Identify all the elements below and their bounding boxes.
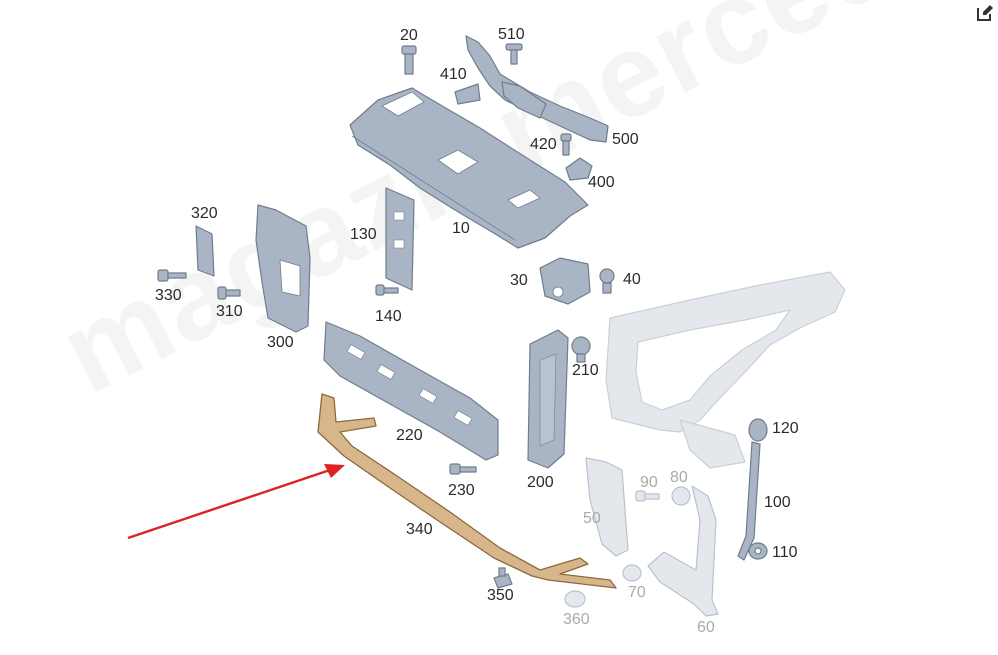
callout-400[interactable]: 400 xyxy=(588,174,615,191)
callout-200[interactable]: 200 xyxy=(527,474,554,491)
callout-320[interactable]: 320 xyxy=(191,205,218,222)
part-350-clip[interactable] xyxy=(493,567,513,589)
part-30-block[interactable] xyxy=(539,257,591,305)
part-20-bolt[interactable] xyxy=(401,45,417,75)
callout-330[interactable]: 330 xyxy=(155,287,182,304)
part-230-bolt[interactable] xyxy=(449,463,477,475)
callout-300[interactable]: 300 xyxy=(267,334,294,351)
part-50-plate-faded[interactable] xyxy=(585,457,629,557)
part-410-bracket[interactable] xyxy=(454,83,481,105)
callout-30[interactable]: 30 xyxy=(510,272,528,289)
part-220-lower-crossbar[interactable] xyxy=(323,321,499,461)
callout-510[interactable]: 510 xyxy=(498,26,525,43)
part-310-bolt[interactable] xyxy=(217,286,241,300)
callout-140[interactable]: 140 xyxy=(375,308,402,325)
callout-230[interactable]: 230 xyxy=(448,482,475,499)
callout-340[interactable]: 340 xyxy=(406,521,433,538)
part-510-bolt[interactable] xyxy=(505,43,523,65)
callout-60[interactable]: 60 xyxy=(697,619,715,636)
part-70-grommet-faded[interactable] xyxy=(622,564,642,582)
part-200-vertical-panel[interactable] xyxy=(527,329,569,469)
part-110-grommet[interactable] xyxy=(748,542,768,560)
part-210-clip[interactable] xyxy=(571,336,591,363)
callout-110[interactable]: 110 xyxy=(772,544,798,561)
callout-360[interactable]: 360 xyxy=(563,611,590,628)
callout-50[interactable]: 50 xyxy=(583,510,601,527)
callout-500[interactable]: 500 xyxy=(612,131,639,148)
part-420-bolt[interactable] xyxy=(560,133,572,156)
callout-350[interactable]: 350 xyxy=(487,587,514,604)
part-10-upper-crossmember[interactable] xyxy=(349,87,589,249)
part-500-upper-bar[interactable] xyxy=(465,35,609,143)
part-320-bracket[interactable] xyxy=(195,225,215,277)
part-300-side-bracket[interactable] xyxy=(255,204,311,333)
callout-40[interactable]: 40 xyxy=(623,271,641,288)
part-90-bolt-faded[interactable] xyxy=(635,490,660,502)
callout-410[interactable]: 410 xyxy=(440,66,467,83)
part-wheelhouse-panel-faded[interactable] xyxy=(605,271,846,469)
callout-310[interactable]: 310 xyxy=(216,303,243,320)
edit-icon[interactable] xyxy=(976,4,994,22)
callout-10[interactable]: 10 xyxy=(452,220,470,237)
part-60-bracket-faded[interactable] xyxy=(647,485,719,617)
pointer-arrow xyxy=(127,464,345,540)
part-130-bracket[interactable] xyxy=(385,187,415,291)
callout-220[interactable]: 220 xyxy=(396,427,423,444)
part-120-cap[interactable] xyxy=(748,418,768,442)
part-360-cap-faded[interactable] xyxy=(564,590,586,608)
callout-420[interactable]: 420 xyxy=(530,136,557,153)
part-140-bolt[interactable] xyxy=(375,284,399,296)
part-340-highlighted-beam[interactable] xyxy=(317,393,617,589)
callout-90[interactable]: 90 xyxy=(640,474,658,491)
part-330-bolt[interactable] xyxy=(157,269,187,282)
part-100-strap[interactable] xyxy=(737,441,761,561)
callout-20[interactable]: 20 xyxy=(400,27,418,44)
callout-70[interactable]: 70 xyxy=(628,584,646,601)
callout-210[interactable]: 210 xyxy=(572,362,599,379)
part-400-bracket[interactable] xyxy=(565,157,593,181)
callout-80[interactable]: 80 xyxy=(670,469,688,486)
callout-130[interactable]: 130 xyxy=(350,226,377,243)
callout-100[interactable]: 100 xyxy=(764,494,791,511)
part-40-nut[interactable] xyxy=(599,268,615,294)
part-80-nut-faded[interactable] xyxy=(671,486,691,506)
callout-120[interactable]: 120 xyxy=(772,420,799,437)
